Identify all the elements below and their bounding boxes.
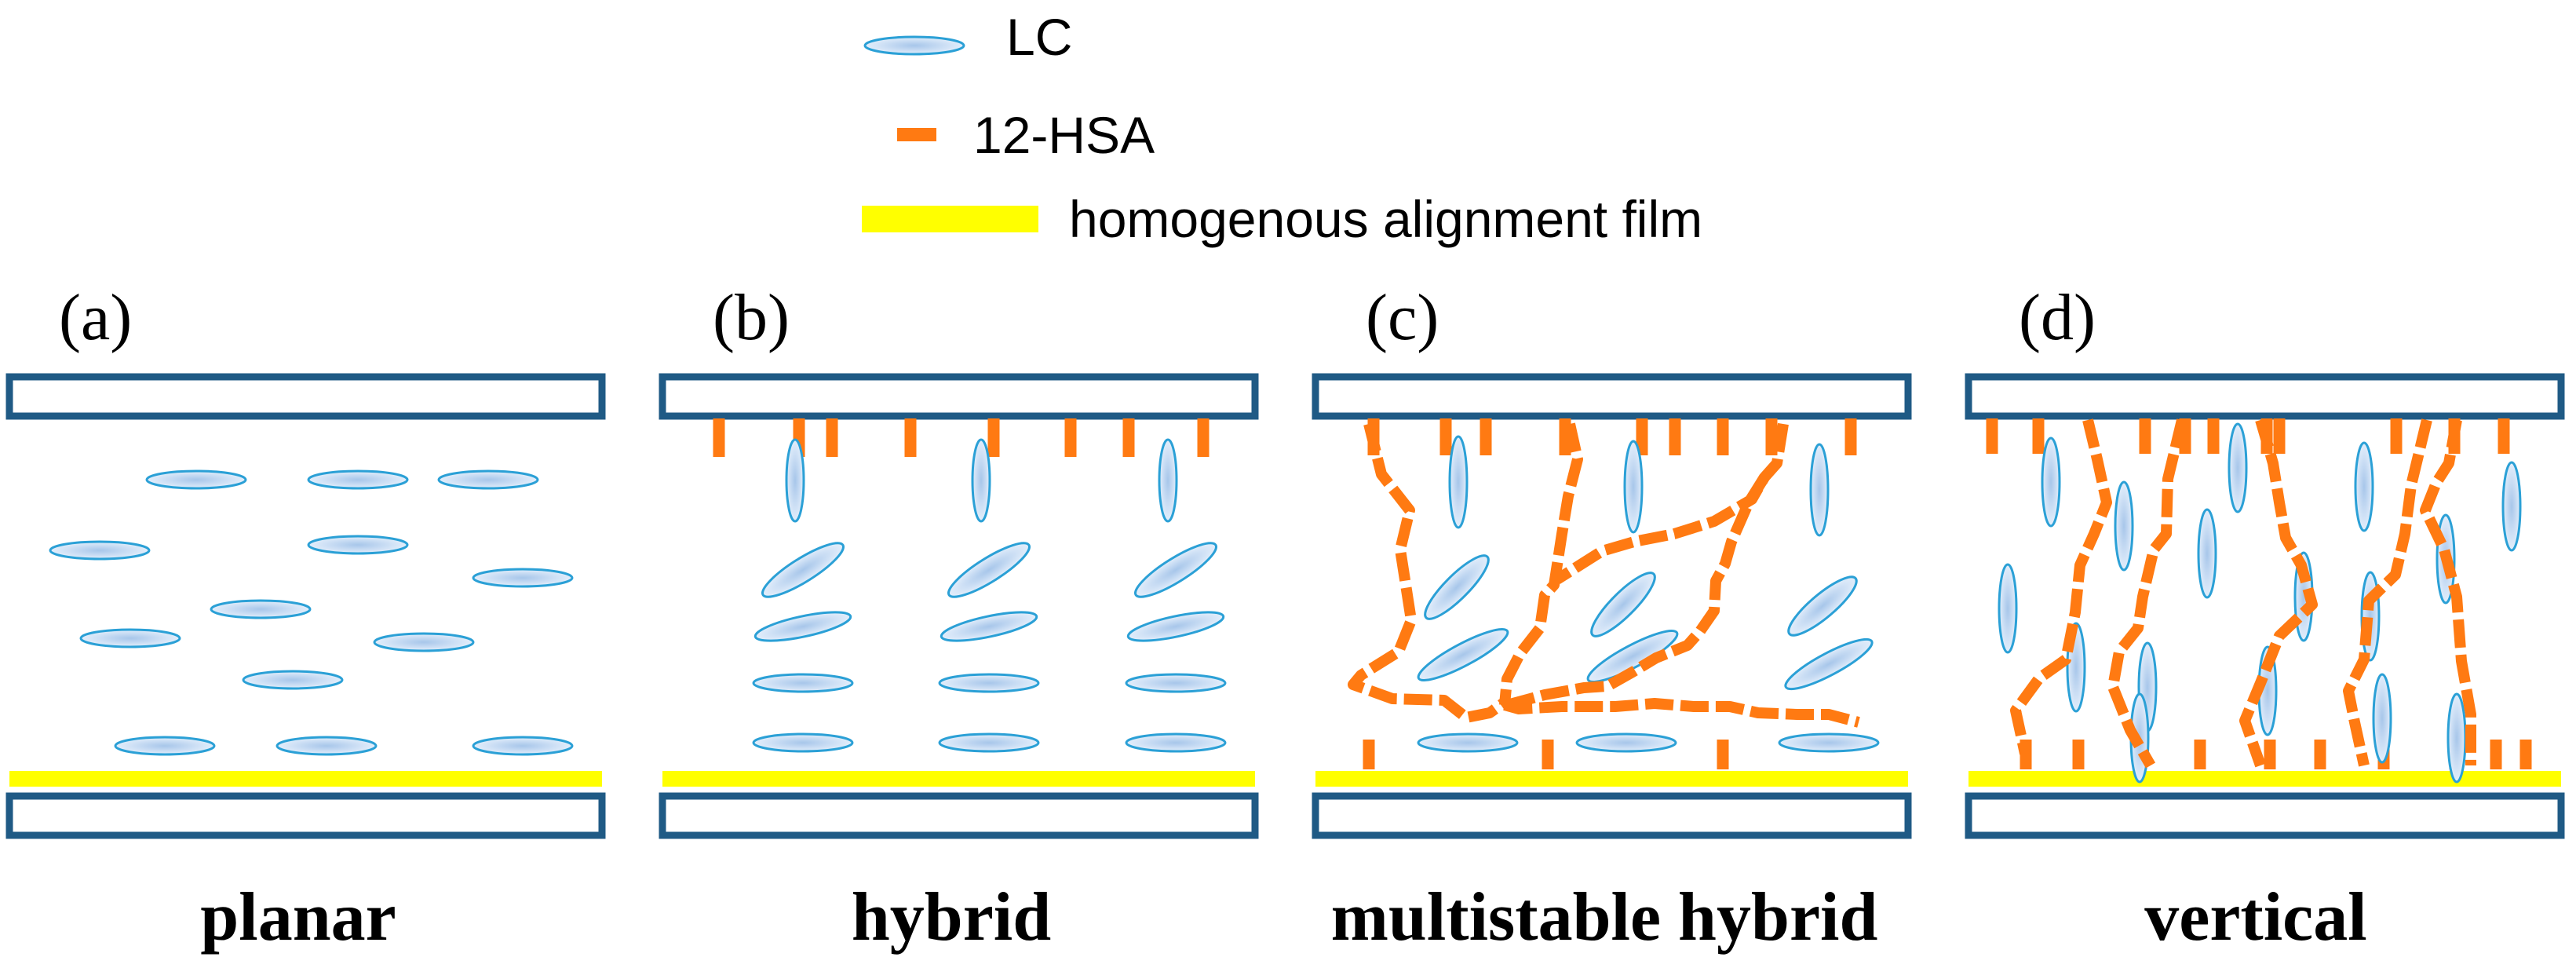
legend-lc-label: LC: [1006, 8, 1072, 66]
hsa-fiber: [2420, 418, 2476, 765]
top-substrate: [1312, 373, 1912, 420]
lc-molecule: [1417, 628, 1509, 681]
hsa-fiber: [2010, 418, 2112, 755]
hsa-fiber: [1348, 422, 1508, 723]
lc-molecule: [2501, 461, 2522, 552]
panel-c-letter: (c): [1366, 281, 1439, 354]
lc-molecule: [1575, 732, 1677, 753]
alignment-film: [1315, 771, 1908, 787]
lc-molecule: [307, 469, 409, 490]
lc-molecule: [2041, 437, 2061, 528]
lc-molecule: [753, 611, 852, 642]
lc-molecule: [2446, 692, 2467, 784]
lc-molecule: [1125, 732, 1227, 753]
top-substrate: [5, 373, 606, 420]
panel-b-letter: (b): [713, 281, 790, 354]
lc-molecule: [242, 670, 344, 690]
bottom-substrate: [659, 792, 1259, 839]
legend-12hsa-label: 12-HSA: [973, 106, 1155, 164]
lc-molecule: [1424, 554, 1490, 620]
hsa-fiber: [2343, 418, 2432, 767]
lc-molecule: [210, 599, 312, 619]
lc-molecule: [145, 469, 247, 490]
lc-molecule: [2197, 508, 2217, 599]
lc-molecule: [938, 732, 1040, 753]
legend-lc-icon: [863, 35, 965, 56]
panel-d-letter: (d): [2019, 281, 2096, 354]
lc-molecule: [1586, 630, 1679, 683]
lc-molecule: [971, 438, 991, 523]
lc-molecule: [49, 540, 151, 561]
hsa-fiber: [2107, 418, 2187, 769]
hsa-fiber: [2239, 418, 2318, 768]
hsa-fiber: [1499, 422, 1583, 706]
legend: LC 12-HSA homogenous alignment film: [862, 8, 1702, 248]
lc-molecule: [1998, 563, 2018, 654]
lc-molecule: [947, 542, 1031, 598]
lc-molecule: [472, 736, 574, 756]
hsa-fiber: [1505, 474, 1769, 710]
legend-film-label: homogenous alignment film: [1069, 190, 1702, 248]
lc-molecule: [2360, 571, 2381, 662]
lc-molecule: [785, 438, 805, 523]
hsa-fiber: [1503, 698, 1860, 728]
lc-molecule: [275, 736, 378, 756]
panel-b-caption: hybrid: [852, 879, 1051, 955]
lc-molecule: [1158, 438, 1178, 523]
lc-molecule: [1448, 435, 1469, 529]
lc-molecule: [938, 673, 1040, 693]
legend-film-icon: [862, 206, 1038, 232]
panel-d: [1965, 373, 2565, 839]
lc-molecule: [1778, 732, 1880, 753]
panel-c-caption: multistable hybrid: [1331, 879, 1878, 955]
legend-12hsa-icon: [897, 128, 936, 141]
lc-molecule: [1623, 440, 1644, 534]
lc-molecule: [2372, 673, 2392, 764]
panel-c: [1312, 373, 1912, 839]
lc-molecule: [437, 469, 539, 490]
panel-a: [5, 373, 606, 839]
lc-molecule: [114, 736, 216, 756]
lc-molecule: [1417, 732, 1519, 753]
panel-a-letter: (a): [59, 281, 132, 354]
lc-molecule: [1784, 637, 1874, 691]
panel-b: [659, 373, 1259, 839]
top-substrate: [1965, 373, 2565, 420]
lc-molecule: [2228, 422, 2248, 513]
lc-molecule: [2114, 480, 2134, 572]
lc-molecule: [307, 535, 409, 555]
hsa-fiber: [1554, 422, 1789, 584]
alignment-film: [1968, 771, 2561, 787]
lc-molecule: [752, 732, 854, 753]
lc-molecule: [1787, 575, 1858, 637]
bottom-substrate: [1965, 792, 2565, 839]
lc-molecule: [2354, 441, 2374, 532]
top-substrate: [659, 373, 1259, 420]
lc-molecule: [472, 568, 574, 588]
bottom-substrate: [5, 792, 606, 839]
lc-molecule: [79, 628, 181, 648]
lc-molecule: [940, 611, 1038, 642]
lc-molecule: [1809, 443, 1830, 537]
alignment-film: [662, 771, 1255, 787]
lc-molecule: [1133, 542, 1218, 598]
lc-molecule: [761, 542, 845, 598]
lc-molecule: [1126, 611, 1225, 642]
lc-molecule: [752, 673, 854, 693]
lc-molecule: [373, 632, 475, 652]
panel-a-caption: planar: [200, 879, 396, 955]
panel-d-caption: vertical: [2144, 879, 2366, 955]
alignment-film: [9, 771, 602, 787]
bottom-substrate: [1312, 792, 1912, 839]
lc-molecule: [1590, 572, 1656, 637]
lc-molecule: [1125, 673, 1227, 693]
